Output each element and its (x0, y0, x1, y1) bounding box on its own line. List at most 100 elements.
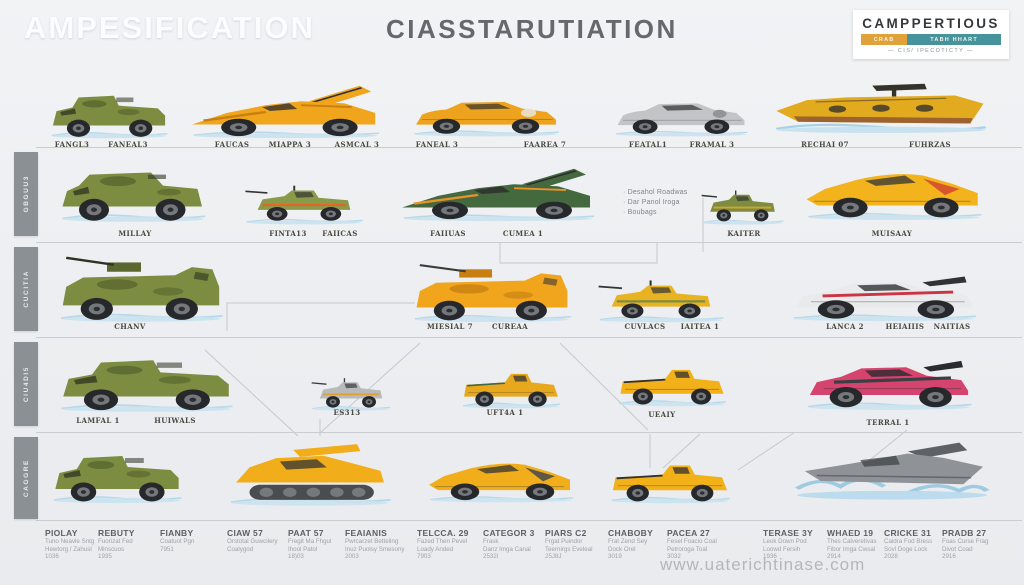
legend-column-title: WHAED 19 (827, 528, 874, 538)
vehicle-name-label: CUMEA 1 (502, 229, 544, 238)
vehicle-pickup-illustration (460, 358, 562, 410)
legend-column-line: Caidra Fod Bress (884, 538, 933, 545)
vehicle-name-label: FEATAL1 (628, 140, 668, 149)
legend-column-line: 2532i (483, 553, 499, 561)
row-category-bar: CIU4DI5 (14, 342, 38, 426)
legend-column-line: Coalygod (227, 545, 254, 553)
legend-column-line: Hewtorg / Zahusl (45, 545, 92, 553)
vehicle-name-label: KAITER (727, 229, 761, 238)
vehicle-name-label: RECHAI 07 (801, 140, 849, 149)
vehicle-buggy-illustration (700, 182, 785, 226)
legend-column-title: TELCCA. 29 (417, 528, 469, 538)
vehicle-name-label: FAIICAS (322, 229, 358, 238)
legend-column-title: CRICKE 31 (884, 528, 932, 538)
vehicle-jeep-illustration (50, 443, 184, 505)
vehicle-name-label: ES313 (333, 408, 361, 417)
row-category-label: GBGUU3 (22, 175, 30, 213)
annotation-notes: · Desahol Roadwas· Dar Panol Iroga· Boub… (623, 188, 688, 218)
vehicle-coupe-illustration (612, 88, 750, 138)
vehicle-name-label: ASMCAL 3 (334, 140, 380, 149)
legend-column-line: Dock Orel (608, 545, 636, 553)
legend-column-line: Danz Imga Canal (483, 545, 531, 553)
page-subtitle: CIASSTARUTIATION (386, 14, 678, 44)
legend-column-title: PACEA 27 (667, 528, 711, 538)
legend-column-line: Inuz Puolsy Smesony (345, 545, 405, 553)
legend-column-title: PRADB 27 (942, 528, 987, 538)
vehicle-pickup-illustration (616, 353, 728, 408)
vehicle-buggy-illustration (243, 176, 365, 226)
watermark: www.uaterichtinase.com (660, 555, 866, 574)
note-item: · Boubags (623, 209, 657, 216)
legend-column-line: Orstotal Guwcilery (227, 538, 278, 545)
note-item: · Dar Panol Iroga (623, 199, 680, 206)
row-separator-line (36, 242, 1022, 243)
row-category-bar: CAGGRE (14, 437, 38, 519)
legend-column-line: Loady Anded (417, 545, 454, 553)
legend-badge-colorbar: CRAB TABH HHART (861, 34, 1001, 45)
legend-column-title: FIANBY (160, 528, 194, 538)
legend-column-line: Fesel Foacio Coal (667, 538, 717, 545)
vehicle-name-label: HUIWALS (154, 416, 196, 425)
legend-column-line: Sovl Doge Lock (884, 545, 928, 553)
legend-column-line: 18)03 (288, 553, 304, 561)
legend-column-line: Divot Coad (942, 545, 973, 553)
vehicle-name-label: UEAIY (648, 410, 676, 419)
vehicle-name-label: MILLAY (118, 229, 152, 238)
vehicle-name-label: TERRAL 1 (866, 418, 910, 427)
vehicle-jeep-illustration (48, 84, 170, 140)
legend-column-line: Frask (483, 538, 499, 545)
vehicle-name-label: LAMFAL 1 (76, 416, 120, 425)
legend-column-line: Fazed Then Pevel (417, 538, 468, 545)
vehicle-buggy-illustration (596, 270, 726, 324)
legend-column-line: Pwrcarzet Betteling (345, 538, 399, 545)
legend-column-title: PIARS C2 (545, 528, 587, 538)
legend-column-line: Teernirgs Eveleal (545, 545, 593, 553)
vehicle-name-label: IAITEA 1 (680, 322, 720, 331)
legend-column-line: Tuno Neavle Sntg (45, 538, 95, 545)
vehicle-name-label: MIESIAL 7 (427, 322, 473, 331)
colorbar-segment-teal: TABH HHART (907, 34, 1001, 45)
vehicle-armored-illustration (410, 260, 574, 324)
legend-column-line: Petroroga Toal (667, 545, 708, 553)
vehicle-sport-illustration (803, 158, 985, 222)
legend-column-line: Frgat Puindor (545, 538, 583, 545)
vehicle-rally-illustration (803, 346, 975, 412)
legend-column-line: Loowd Fersih (763, 545, 801, 553)
legend-column-title: CATEGOR 3 (483, 528, 535, 538)
legend-column-line: Coatuot Pgn (160, 538, 195, 545)
vehicle-name-label: LANCA 2 (826, 322, 864, 331)
legend-column-title: PIOLAY (45, 528, 78, 538)
colorbar-segment-orange: CRAB (861, 34, 908, 45)
vehicle-name-label: FINTA13 (269, 229, 307, 238)
vehicle-humvee-illustration (58, 156, 208, 224)
row-separator-line (36, 432, 1022, 433)
vehicle-racer-illustration (398, 163, 598, 223)
vehicle-racer-illustration (188, 80, 383, 140)
row-separator-line (36, 147, 1022, 148)
legend-column-line: 25J8J (545, 553, 562, 561)
row-separator-line (36, 337, 1022, 338)
legend-column-line: 1936 (763, 553, 777, 561)
vehicle-name-label: CUVLACS (624, 322, 666, 331)
page-title: AMPESIFICATION (24, 10, 315, 45)
legend-column-title: PAAT 57 (288, 528, 324, 538)
vehicle-buggy-illustration (310, 370, 392, 412)
vehicle-name-label: FUHRZAS (909, 140, 951, 149)
legend-badge: CAMPPERTIOUS CRAB TABH HHART — CIS/ IPEC… (853, 10, 1009, 59)
row-category-label: CAGGRE (22, 458, 30, 498)
legend-column-title: REBUTY (98, 528, 135, 538)
legend-column-line: Leok Down Pod (763, 538, 807, 545)
legend-column-line: 2914 (827, 553, 841, 561)
vehicle-sport-illustration (426, 450, 576, 504)
vehicle-name-label: FAAREA 7 (523, 140, 567, 149)
legend-column-line: Foas Curse Frag (942, 538, 989, 545)
